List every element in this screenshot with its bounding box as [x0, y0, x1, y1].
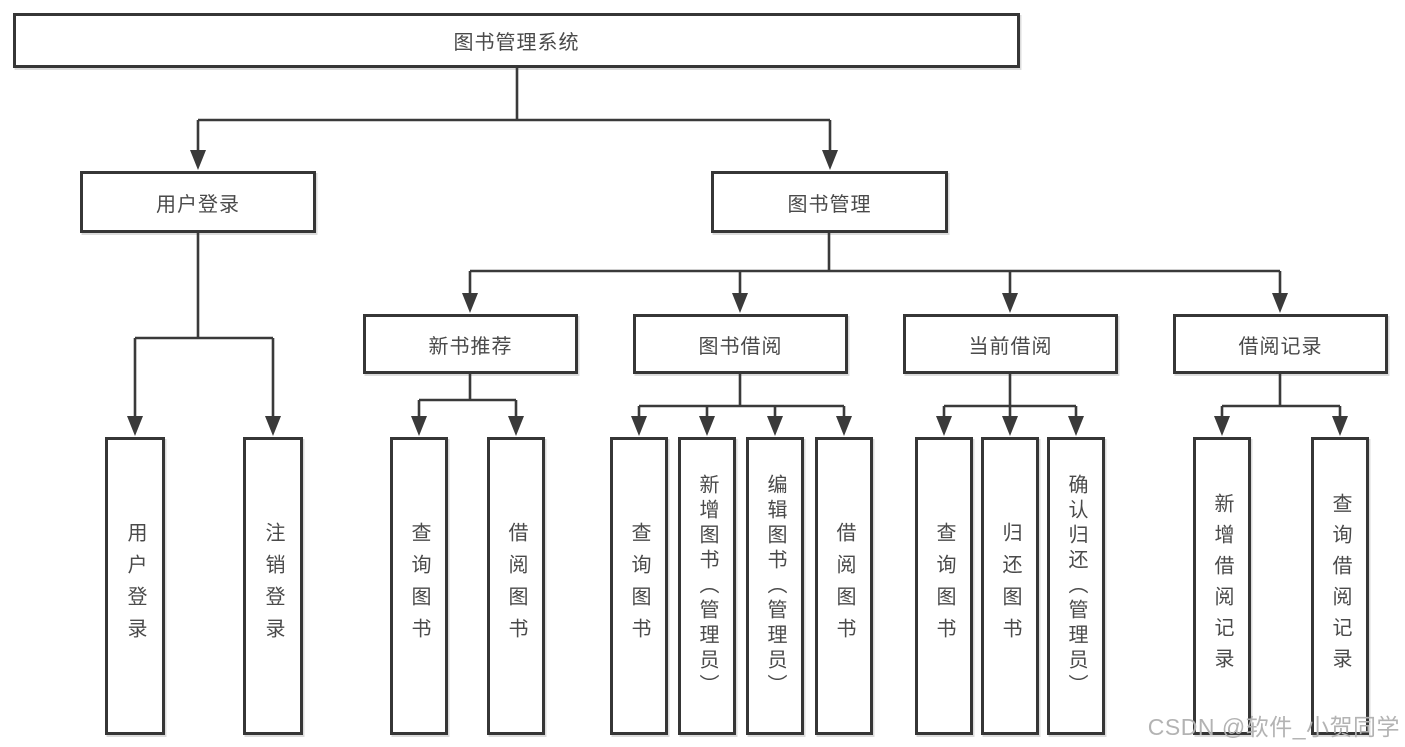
leaf-bb-query-books-label: 查询图书	[628, 522, 650, 650]
leaf-br-add-record: 新增借阅记录	[1193, 437, 1251, 735]
node-current-borrow: 当前借阅	[903, 314, 1118, 374]
connector-root-to-level2	[190, 68, 838, 170]
leaf-cb-query-books-label: 查询图书	[933, 522, 955, 650]
leaf-cb-query-books: 查询图书	[915, 437, 973, 735]
node-user-login: 用户登录	[80, 171, 316, 233]
connector-borrow-records-children	[1214, 374, 1348, 436]
leaf-logout-label: 注销登录	[262, 522, 284, 650]
leaf-bb-borrow-books: 借阅图书	[815, 437, 873, 735]
node-current-borrow-label: 当前借阅	[968, 335, 1053, 358]
leaf-nb-borrow-books-label: 借阅图书	[505, 522, 527, 650]
leaf-logout: 注销登录	[243, 437, 303, 735]
leaf-bb-query-books: 查询图书	[610, 437, 668, 735]
leaf-cb-return-books-label: 归还图书	[999, 522, 1021, 650]
leaf-cb-return-books: 归还图书	[981, 437, 1039, 735]
leaf-bb-add-books-admin: 新增图书（管理员）	[678, 437, 736, 735]
node-book-borrow: 图书借阅	[633, 314, 848, 374]
leaf-bb-borrow-books-label: 借阅图书	[833, 522, 855, 650]
leaf-br-query-record: 查询借阅记录	[1311, 437, 1369, 735]
connector-book-borrow-children	[631, 374, 852, 436]
node-new-book-rec-label: 新书推荐	[428, 335, 513, 358]
leaf-user-login-label: 用户登录	[124, 522, 146, 650]
connector-new-book-rec-children	[411, 374, 524, 436]
leaf-cb-confirm-return-admin: 确认归还（管理员）	[1047, 437, 1105, 735]
leaf-nb-query-books: 查询图书	[390, 437, 448, 735]
node-new-book-rec: 新书推荐	[363, 314, 578, 374]
node-user-login-label: 用户登录	[156, 193, 240, 216]
node-book-mgmt: 图书管理	[711, 171, 948, 233]
node-root: 图书管理系统	[13, 13, 1020, 68]
leaf-br-query-record-label: 查询借阅记录	[1329, 493, 1351, 679]
node-borrow-records-label: 借阅记录	[1238, 335, 1323, 358]
node-borrow-records: 借阅记录	[1173, 314, 1388, 374]
connector-book-mgmt-children	[462, 233, 1288, 313]
leaf-br-add-record-label: 新增借阅记录	[1211, 493, 1233, 679]
leaf-user-login: 用户登录	[105, 437, 165, 735]
leaf-cb-confirm-return-admin-label: 确认归还（管理员）	[1065, 473, 1087, 699]
watermark-text: CSDN @软件_小贺同学	[1147, 714, 1400, 740]
connector-current-borrow-children	[936, 374, 1084, 436]
leaf-nb-borrow-books: 借阅图书	[487, 437, 545, 735]
node-book-borrow-label: 图书借阅	[698, 335, 783, 358]
node-root-label: 图书管理系统	[453, 32, 580, 54]
connector-user-login-children	[127, 233, 281, 436]
leaf-bb-add-books-admin-label: 新增图书（管理员）	[696, 473, 718, 699]
node-book-mgmt-label: 图书管理	[787, 193, 872, 216]
leaf-nb-query-books-label: 查询图书	[408, 522, 430, 650]
leaf-bb-edit-books-admin-label: 编辑图书（管理员）	[764, 473, 786, 699]
leaf-bb-edit-books-admin: 编辑图书（管理员）	[746, 437, 804, 735]
